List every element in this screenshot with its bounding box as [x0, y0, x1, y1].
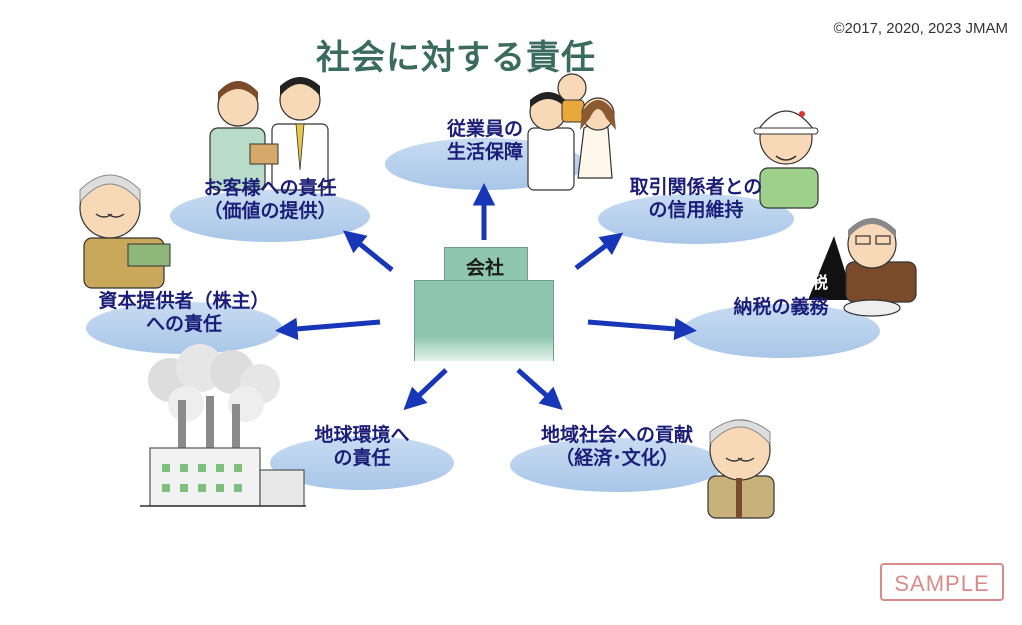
- company-building: [414, 280, 554, 361]
- tax-label: 納税の義務: [682, 296, 880, 319]
- customers-ellipse: [170, 190, 370, 242]
- elderly-resident-illustration: [707, 419, 775, 519]
- environment-label-line2: の責任: [333, 447, 391, 469]
- environment-label-line1: 地球環境へ: [314, 424, 410, 446]
- customers-label-line2: （価値の提供）: [203, 200, 337, 222]
- employee-family-illustration: [527, 73, 616, 191]
- partners-label: 取引関係者との の信用維持: [598, 176, 794, 222]
- arrow-customers: [343, 230, 394, 272]
- community-label-line2: （経済･文化）: [555, 447, 679, 469]
- arrow-tax: [587, 317, 697, 341]
- customers-label: お客様への責任 （価値の提供）: [168, 177, 372, 223]
- employees-label: 従業員の 生活保障: [385, 118, 585, 164]
- investors-label-line2: への責任: [145, 313, 222, 335]
- construction-worker-illustration: [753, 110, 819, 209]
- tax-label-line1: 納税の義務: [733, 296, 829, 318]
- employees-label-line2: 生活保障: [446, 141, 523, 163]
- page-title: 社会に対する責任: [316, 38, 596, 78]
- tax-ellipse: [682, 304, 880, 358]
- community-label-line1: 地域社会への貢献: [540, 424, 693, 446]
- customer-service-illustration: [209, 77, 329, 191]
- partners-label-line2: の信用維持: [648, 199, 744, 221]
- community-ellipse: [510, 438, 724, 492]
- investors-ellipse: [86, 302, 282, 354]
- tax-sign-text: 税: [812, 273, 828, 292]
- arrow-investors: [275, 317, 381, 341]
- copyright-notice: ©2017, 2020, 2023 JMAM: [833, 20, 1009, 37]
- community-label: 地域社会への貢献 （経済･文化）: [506, 424, 728, 470]
- investors-label: 資本提供者（株主） への責任: [76, 290, 292, 336]
- arrow-community: [516, 368, 563, 411]
- arrow-environment: [403, 368, 448, 411]
- factory-illustration: [140, 344, 306, 507]
- customers-label-line1: お客様への責任: [203, 177, 337, 199]
- arrow-partners: [574, 232, 624, 270]
- investors-label-line1: 資本提供者（株主）: [98, 290, 270, 312]
- partners-label-line1: 取引関係者との: [629, 176, 763, 198]
- shareholder-illustration: [79, 174, 171, 289]
- company-label: 会社: [465, 257, 504, 279]
- employees-label-line1: 従業員の: [446, 118, 523, 140]
- company-building-roof: [444, 247, 528, 282]
- taxpayer-illustration: [808, 218, 917, 317]
- environment-label: 地球環境へ の責任: [270, 424, 454, 470]
- sample-stamp: SAMPLE: [880, 563, 1004, 601]
